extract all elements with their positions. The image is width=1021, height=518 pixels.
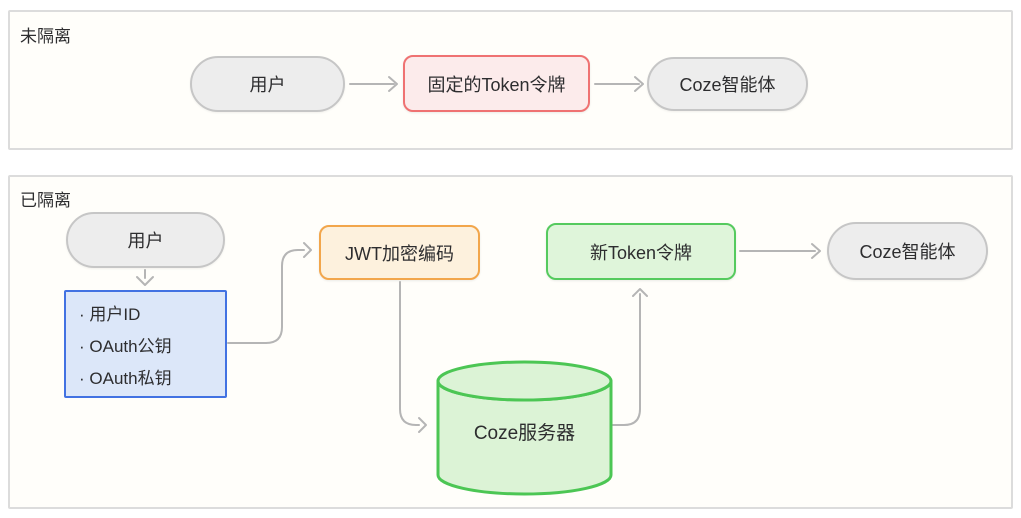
node-credentials: · 用户ID · OAuth公钥 · OAuth私钥 [64, 290, 227, 398]
credential-oauth-public-key: · OAuth公钥 [79, 337, 172, 356]
node-user-bottom: 用户 [66, 212, 225, 268]
node-user-top-label: 用户 [249, 75, 286, 95]
node-coze-agent-top-label: Coze智能体 [679, 75, 776, 95]
node-fixed-token-label: 固定的Token令牌 [427, 74, 566, 95]
node-new-token-label: 新Token令牌 [589, 242, 693, 263]
node-coze-agent-bottom-label: Coze智能体 [859, 242, 956, 262]
node-new-token: 新Token令牌 [546, 223, 736, 280]
node-jwt-encoding-label: JWT加密编码 [345, 243, 454, 264]
node-user-top: 用户 [190, 56, 345, 112]
section-isolated-label: 已隔离 [20, 191, 71, 210]
credential-user-id: · 用户ID [79, 305, 141, 324]
node-fixed-token: 固定的Token令牌 [403, 55, 590, 112]
credential-oauth-private-key: · OAuth私钥 [79, 369, 172, 388]
node-coze-agent-top: Coze智能体 [647, 57, 808, 111]
section-not-isolated-label: 未隔离 [20, 27, 71, 46]
node-user-bottom-label: 用户 [127, 231, 164, 251]
node-coze-agent-bottom: Coze智能体 [827, 222, 988, 280]
node-jwt-encoding: JWT加密编码 [319, 225, 480, 280]
node-coze-server-label: Coze服务器 [473, 423, 576, 444]
